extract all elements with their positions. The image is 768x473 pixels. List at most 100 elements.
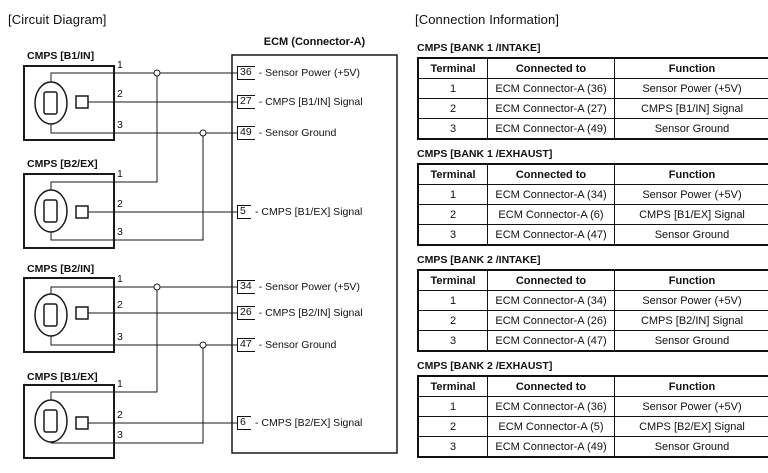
- column-header-connected-to: Connected to: [487, 57, 615, 79]
- connection-tables: CMPS [BANK 1 /INTAKE] Terminal Connected…: [417, 42, 768, 466]
- junction-dot: [199, 341, 207, 349]
- column-header-function: Function: [614, 163, 768, 185]
- ecm-pin-number: 34: [237, 280, 255, 294]
- table-header-row: Terminal Connected to Function: [417, 375, 768, 397]
- connector-pin-number: 2: [117, 409, 123, 421]
- cell-function: Sensor Power (+5V): [614, 396, 768, 417]
- table-row: 2 ECM Connector-A (5) CMPS [B2/EX] Signa…: [417, 416, 768, 437]
- sensor-ellipse: [34, 399, 68, 443]
- table-row: 1 ECM Connector-A (34) Sensor Power (+5V…: [417, 184, 768, 205]
- connector-symbol-b1-ex: [23, 384, 115, 459]
- ecm-pin-row: 26 - CMPS [B2/IN] Signal: [237, 305, 363, 321]
- column-header-connected-to: Connected to: [487, 269, 615, 291]
- junction-dot: [153, 283, 161, 291]
- cell-connected-to: ECM Connector-A (34): [487, 184, 615, 205]
- column-header-function: Function: [614, 269, 768, 291]
- table-row: 2 ECM Connector-A (26) CMPS [B2/IN] Sign…: [417, 310, 768, 331]
- wire-b1ex-1: [50, 287, 158, 400]
- junction-dot: [153, 69, 161, 77]
- table-row: 2 ECM Connector-A (27) CMPS [B1/IN] Sign…: [417, 98, 768, 119]
- column-header-function: Function: [614, 57, 768, 79]
- connector-pin-number: 1: [117, 168, 123, 180]
- table-row: 1 ECM Connector-A (34) Sensor Power (+5V…: [417, 290, 768, 311]
- connector-pin-number: 1: [117, 378, 123, 390]
- ecm-pin-number: 26: [237, 306, 255, 320]
- cell-function: Sensor Ground: [614, 436, 768, 458]
- connector-pin-number: 2: [117, 198, 123, 210]
- connection-table: Terminal Connected to Function 1 ECM Con…: [417, 57, 768, 140]
- table-heading: CMPS [BANK 1 /INTAKE]: [417, 42, 541, 54]
- table-header-row: Terminal Connected to Function: [417, 163, 768, 185]
- cell-connected-to: ECM Connector-A (49): [487, 118, 615, 140]
- table-row: 3 ECM Connector-A (49) Sensor Ground: [417, 118, 768, 140]
- connection-table: Terminal Connected to Function 1 ECM Con…: [417, 375, 768, 458]
- column-header-terminal: Terminal: [417, 375, 488, 397]
- column-header-function: Function: [614, 375, 768, 397]
- cell-function: Sensor Power (+5V): [614, 184, 768, 205]
- connector-label-b2-in: CMPS [B2/IN]: [27, 263, 95, 275]
- table-heading: CMPS [BANK 2 /INTAKE]: [417, 254, 541, 266]
- column-header-terminal: Terminal: [417, 57, 488, 79]
- sensor-key-slot: [43, 303, 58, 327]
- connector-pin-number: 3: [117, 119, 123, 131]
- ecm-box: [231, 54, 398, 454]
- cell-connected-to: ECM Connector-A (6): [487, 204, 615, 225]
- connector-box: [23, 277, 115, 353]
- connector-pin-number: 1: [117, 59, 123, 71]
- cell-terminal: 3: [417, 436, 488, 458]
- table-row: 3 ECM Connector-A (47) Sensor Ground: [417, 224, 768, 246]
- ecm-pin-desc: - CMPS [B2/IN] Signal: [258, 307, 363, 319]
- wire-b1in-3: [50, 124, 237, 134]
- cell-function: CMPS [B1/IN] Signal: [614, 98, 768, 119]
- connector-label-b1-in: CMPS [B1/IN]: [27, 50, 95, 62]
- ecm-pin-row: 47 - Sensor Ground: [237, 337, 336, 353]
- connector-symbols: [23, 65, 115, 459]
- ecm-pin-desc: - Sensor Ground: [258, 127, 337, 139]
- ecm-pin-number: 27: [237, 95, 255, 109]
- cell-terminal: 3: [417, 224, 488, 246]
- wire-b1in-1: [50, 72, 237, 82]
- cell-terminal: 1: [417, 290, 488, 311]
- ecm-pin-row: 5 - CMPS [B1/EX] Signal: [237, 204, 362, 220]
- connection-table-group-bank1-intake: CMPS [BANK 1 /INTAKE] Terminal Connected…: [417, 42, 768, 140]
- cell-function: Sensor Ground: [614, 330, 768, 352]
- ecm-pin-desc: - CMPS [B1/IN] Signal: [258, 96, 363, 108]
- connection-table: Terminal Connected to Function 1 ECM Con…: [417, 163, 768, 246]
- wires: [50, 72, 237, 444]
- column-header-connected-to: Connected to: [487, 163, 615, 185]
- ecm-pin-desc: - CMPS [B1/EX] Signal: [255, 206, 363, 218]
- cell-function: Sensor Ground: [614, 224, 768, 246]
- circuit-diagram-title: [Circuit Diagram]: [8, 12, 107, 27]
- sensor-key-slot: [43, 91, 58, 115]
- table-row: 2 ECM Connector-A (6) CMPS [B1/EX] Signa…: [417, 204, 768, 225]
- ecm-pin-number: 6: [237, 416, 251, 430]
- cell-terminal: 2: [417, 98, 488, 119]
- cell-terminal: 2: [417, 204, 488, 225]
- sensor-ellipse: [34, 189, 68, 233]
- sensor-key-slot: [43, 199, 58, 223]
- cell-connected-to: ECM Connector-A (36): [487, 78, 615, 99]
- connection-table-group-bank1-exhaust: CMPS [BANK 1 /EXHAUST] Terminal Connecte…: [417, 148, 768, 246]
- cell-connected-to: ECM Connector-A (5): [487, 416, 615, 437]
- connection-table-group-bank2-intake: CMPS [BANK 2 /INTAKE] Terminal Connected…: [417, 254, 768, 352]
- ecm-pin-desc: - CMPS [B2/EX] Signal: [255, 417, 363, 429]
- cell-terminal: 3: [417, 330, 488, 352]
- terminal-square: [75, 416, 89, 430]
- ecm-pin-number: 47: [237, 338, 255, 352]
- ecm-pin-row: 27 - CMPS [B1/IN] Signal: [237, 94, 363, 110]
- table-row: 1 ECM Connector-A (36) Sensor Power (+5V…: [417, 396, 768, 417]
- table-row: 3 ECM Connector-A (47) Sensor Ground: [417, 330, 768, 352]
- connector-pin-number: 2: [117, 299, 123, 311]
- sensor-ellipse: [34, 81, 68, 125]
- column-header-terminal: Terminal: [417, 269, 488, 291]
- connector-symbol-b2-ex: [23, 173, 115, 249]
- connector-box: [23, 384, 115, 459]
- cell-function: CMPS [B1/EX] Signal: [614, 204, 768, 225]
- connection-information-title: [Connection Information]: [415, 12, 560, 27]
- connector-pin-number: 3: [117, 331, 123, 343]
- cell-connected-to: ECM Connector-A (26): [487, 310, 615, 331]
- junction-dot: [199, 129, 207, 137]
- ecm-pin-row: 34 - Sensor Power (+5V): [237, 279, 360, 295]
